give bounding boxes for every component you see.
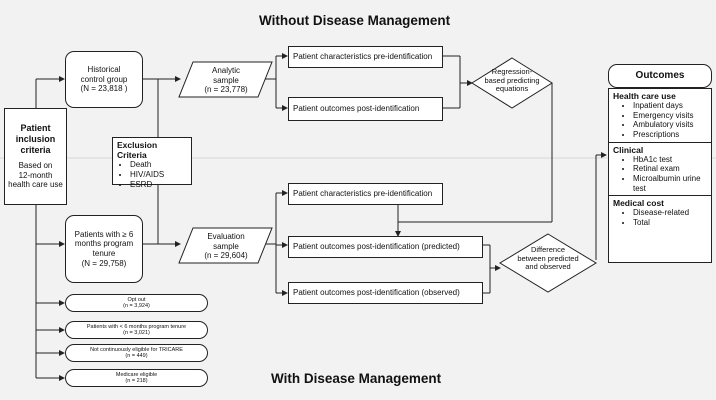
- regression-label: Regression- based predicting equations: [472, 67, 552, 94]
- exclusion-count: (n = 3,021): [123, 330, 150, 336]
- exclusion-tricare: Not continuously eligible for TRICARE (n…: [65, 344, 208, 362]
- inclusion-title-line3: criteria: [20, 144, 51, 155]
- evaluation-line1: Evaluation: [207, 232, 245, 241]
- difference-line2: between predicted: [517, 253, 579, 263]
- exclusion-criteria-list: Death HIV/AIDS ESRD: [117, 160, 164, 189]
- difference-line3: and observed: [525, 262, 571, 272]
- clinical-title: Clinical: [613, 144, 644, 155]
- outcome-item: Prescriptions: [633, 130, 707, 140]
- evaluation-line3: (n = 29,604): [204, 251, 248, 261]
- inclusion-body-line1: Based on: [18, 161, 53, 171]
- analytic-line1: Analytic: [211, 66, 240, 75]
- inclusion-title-line1: Patient: [20, 122, 51, 133]
- title-without-dm: Without Disease Management: [259, 13, 451, 28]
- exclusion-criteria-box: Exclusion Criteria Death HIV/AIDS ESRD: [112, 137, 192, 189]
- historical-line2: control group: [80, 74, 128, 84]
- regression-diamond: [471, 57, 553, 109]
- title-with-dm: With Disease Management: [271, 371, 442, 386]
- outcome-item: Total: [633, 218, 707, 228]
- exclusion-opt-out: Opt out (n = 3,924): [65, 294, 208, 312]
- difference-line1: Difference: [530, 245, 566, 254]
- outcome-item: Emergency visits: [633, 111, 707, 121]
- program-line1: Patients with ≥ 6: [74, 229, 134, 239]
- exclusion-count: (n = 3,924): [123, 303, 150, 309]
- outcome-item: Retinal exam: [633, 164, 707, 174]
- exclusion-label: Medicare eligible: [115, 371, 158, 378]
- health-care-use-title: Health care use: [613, 91, 676, 101]
- inclusion-body: Based on 12-month health care use: [8, 161, 63, 190]
- exclusion-item: ESRD: [130, 180, 164, 190]
- bottom-characteristics-label: Patient characteristics pre-identificati…: [293, 189, 433, 199]
- health-care-use-section: Health care use Inpatient days Emergency…: [609, 89, 711, 143]
- medical-cost-title: Medical cost: [613, 198, 665, 209]
- analytic-sample-shape: [178, 61, 273, 98]
- exclusion-short-tenure: Patients with < 6 months program tenure …: [65, 321, 208, 339]
- exclusion-label: Not continuously eligible for TRICARE: [90, 346, 183, 353]
- exclusion-item: Death: [130, 160, 164, 170]
- evaluation-line2: sample: [213, 241, 239, 251]
- regression-line1: Regression-: [491, 67, 533, 76]
- analytic-line2: sample: [213, 75, 239, 85]
- observed-outcomes-box: Patient outcomes post-identification (ob…: [288, 282, 483, 304]
- outcome-item: Ambulatory visits: [633, 120, 707, 130]
- inclusion-body-line3: health care use: [8, 180, 63, 190]
- exclusion-label: Opt out: [127, 296, 146, 303]
- clinical-list: HbA1c test Retinal exam Microalbumin uri…: [613, 155, 707, 193]
- program-line4: (N = 29,758): [81, 258, 127, 268]
- top-outcomes-label: Patient outcomes post-identification: [293, 104, 420, 114]
- outcome-item: Disease-related: [633, 208, 707, 218]
- evaluation-sample-label: Evaluation sample (n = 29,604): [186, 232, 266, 261]
- inclusion-title-line2: inclusion: [15, 133, 56, 144]
- outcome-item: Microalbumin urine test: [633, 174, 707, 193]
- inclusion-criteria-box: Patient inclusion criteria Based on 12-m…: [4, 108, 67, 205]
- observed-outcomes-label: Patient outcomes post-identification (ob…: [293, 288, 460, 298]
- exclusion-count: (n = 218): [125, 378, 148, 384]
- analytic-sample-label: Analytic sample (n = 23,778): [186, 66, 266, 95]
- analytic-line3: (n = 23,778): [204, 85, 248, 95]
- program-line2: months program: [74, 239, 134, 249]
- exclusion-criteria-title: Exclusion Criteria: [117, 140, 158, 161]
- exclusion-count: (n = 449): [125, 353, 148, 359]
- clinical-section: Clinical HbA1c test Retinal exam Microal…: [609, 143, 711, 197]
- program-line3: tenure: [92, 249, 116, 258]
- top-characteristics-label: Patient characteristics pre-identificati…: [293, 52, 433, 62]
- predicted-outcomes-label: Patient outcomes post-identification (pr…: [293, 242, 460, 252]
- outcome-item: Inpatient days: [633, 101, 707, 111]
- exclusion-item: HIV/AIDS: [130, 170, 164, 180]
- medical-cost-section: Medical cost Disease-related Total: [609, 196, 711, 229]
- program-tenure-box: Patients with ≥ 6 months program tenure …: [65, 215, 143, 283]
- regression-line2: based predicting: [484, 75, 540, 85]
- difference-label: Difference between predicted and observe…: [500, 245, 596, 272]
- bottom-characteristics-box: Patient characteristics pre-identificati…: [288, 183, 443, 205]
- top-characteristics-box: Patient characteristics pre-identificati…: [288, 46, 443, 68]
- exclusion-label: Patients with < 6 months program tenure: [86, 323, 187, 330]
- exclusion-medicare: Medicare eligible (n = 218): [65, 369, 208, 387]
- outcomes-title: Outcomes: [635, 70, 685, 81]
- historical-line1: Historical: [87, 65, 121, 75]
- outcome-item: HbA1c test: [633, 155, 707, 165]
- outcomes-title-box: Outcomes: [608, 64, 712, 88]
- predicted-outcomes-box: Patient outcomes post-identification (pr…: [288, 236, 483, 258]
- historical-line3: (N = 23,818 ): [80, 84, 128, 94]
- top-outcomes-box: Patient outcomes post-identification: [288, 97, 443, 121]
- historical-control-box: Historical control group (N = 23,818 ): [65, 51, 143, 108]
- medical-cost-list: Disease-related Total: [613, 208, 707, 227]
- inclusion-body-line2: 12-month: [18, 170, 53, 180]
- outcomes-panel: Health care use Inpatient days Emergency…: [608, 88, 712, 263]
- regression-line3: equations: [495, 84, 529, 94]
- health-care-use-list: Inpatient days Emergency visits Ambulato…: [613, 101, 707, 139]
- evaluation-sample-shape: [178, 227, 273, 264]
- inclusion-title: Patient inclusion criteria: [16, 123, 56, 155]
- difference-diamond: [499, 233, 597, 293]
